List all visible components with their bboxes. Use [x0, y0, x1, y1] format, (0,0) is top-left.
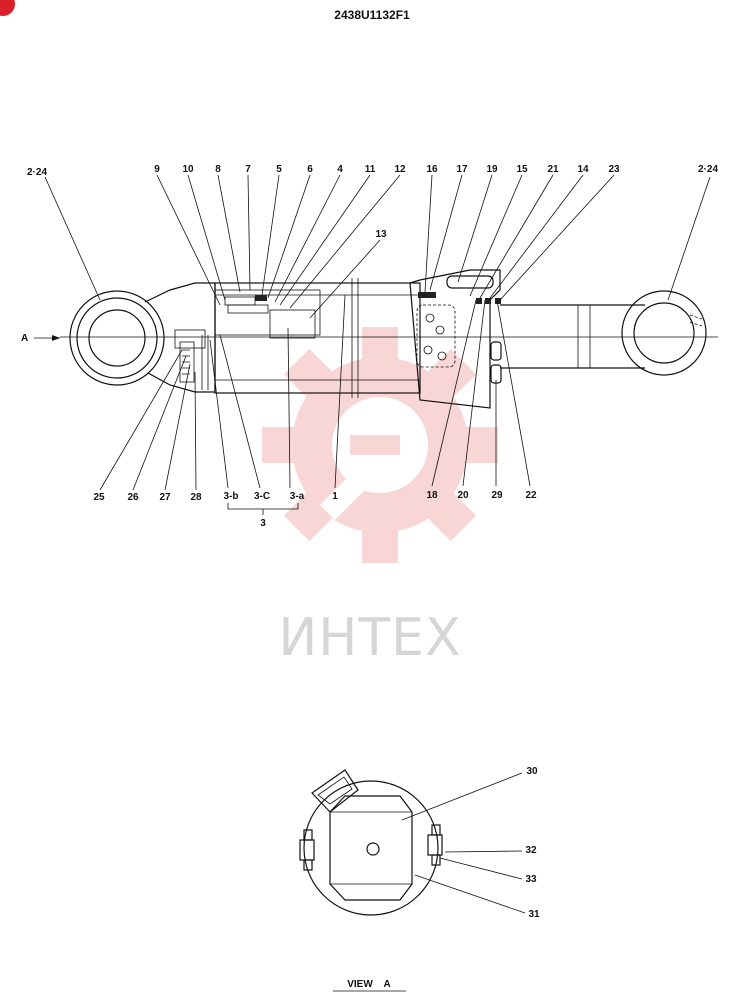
left-eye-ring [76, 297, 158, 379]
view-caption: VIEW A [347, 979, 391, 990]
part-label: 15 [516, 164, 528, 175]
part-label: 13 [375, 229, 387, 240]
part-label: 27 [159, 492, 171, 503]
part-label: 9 [154, 164, 160, 175]
part-label: 3 [260, 518, 266, 529]
part-label: 28 [190, 492, 202, 503]
view-a-center-hole [366, 842, 380, 856]
part-label: 20 [457, 490, 469, 501]
part-label: 14 [577, 164, 589, 175]
part-label: 23 [608, 164, 620, 175]
part-label: 26 [127, 492, 139, 503]
left-eye-bore [88, 309, 146, 367]
view-arrow-icon [52, 335, 60, 341]
part-label: 3-a [290, 491, 305, 502]
port-outline [416, 304, 456, 368]
leader-lines-bottom [99, 294, 531, 515]
rod-gland [409, 269, 501, 409]
part-label: 30 [526, 766, 538, 777]
part-label: 12 [394, 164, 406, 175]
part-label: 31 [528, 909, 540, 920]
part-label: 11 [365, 164, 376, 175]
part-label: 2·24 [698, 164, 718, 175]
part-labels-top: 2·24 9 10 8 7 5 6 4 11 12 13 16 17 19 15… [27, 164, 718, 240]
leader-lines-top [44, 174, 711, 319]
part-label: 33 [525, 874, 537, 885]
view-a-drawing [299, 769, 526, 916]
part-label: 21 [547, 164, 559, 175]
watermark-gear-icon [262, 327, 498, 563]
watermark-text: ИНТЕХ [278, 608, 461, 668]
part-label: 17 [456, 164, 468, 175]
part-label: 2·24 [27, 167, 47, 178]
part-label: 29 [491, 490, 503, 501]
corner-marker-icon [0, 0, 15, 16]
part-label: 10 [182, 164, 194, 175]
view-arrow-label: A [21, 333, 28, 344]
right-eye-bore [633, 302, 695, 364]
part-label: 3-C [254, 491, 270, 502]
part-label: 4 [337, 164, 343, 175]
view-a-outer-circle [303, 780, 439, 916]
part-label: 8 [215, 164, 221, 175]
view-a-labels: 30 32 33 31 [525, 766, 540, 920]
right-eye-outer [621, 290, 707, 376]
piston-section [214, 289, 321, 336]
cylinder-assembly: A [21, 269, 718, 409]
part-label: 5 [276, 164, 282, 175]
part-label: 19 [486, 164, 498, 175]
part-label: 16 [426, 164, 438, 175]
left-eye-outer [69, 290, 165, 386]
part-label: 3-b [224, 491, 239, 502]
part-labels-bottom: 25 26 27 28 3-b 3-C 3-a 1 3 18 20 29 22 [93, 490, 537, 529]
part-label: 18 [426, 490, 438, 501]
part-label: 32 [525, 845, 537, 856]
part-label: 6 [307, 164, 313, 175]
drawing-title: 2438U1132F1 [334, 8, 410, 22]
part-label: 7 [245, 164, 251, 175]
part-label: 22 [525, 490, 537, 501]
part-label: 25 [93, 492, 105, 503]
part-label: 1 [332, 491, 338, 502]
cylinder-tube [214, 282, 421, 394]
group-bracket-3 [227, 503, 299, 510]
